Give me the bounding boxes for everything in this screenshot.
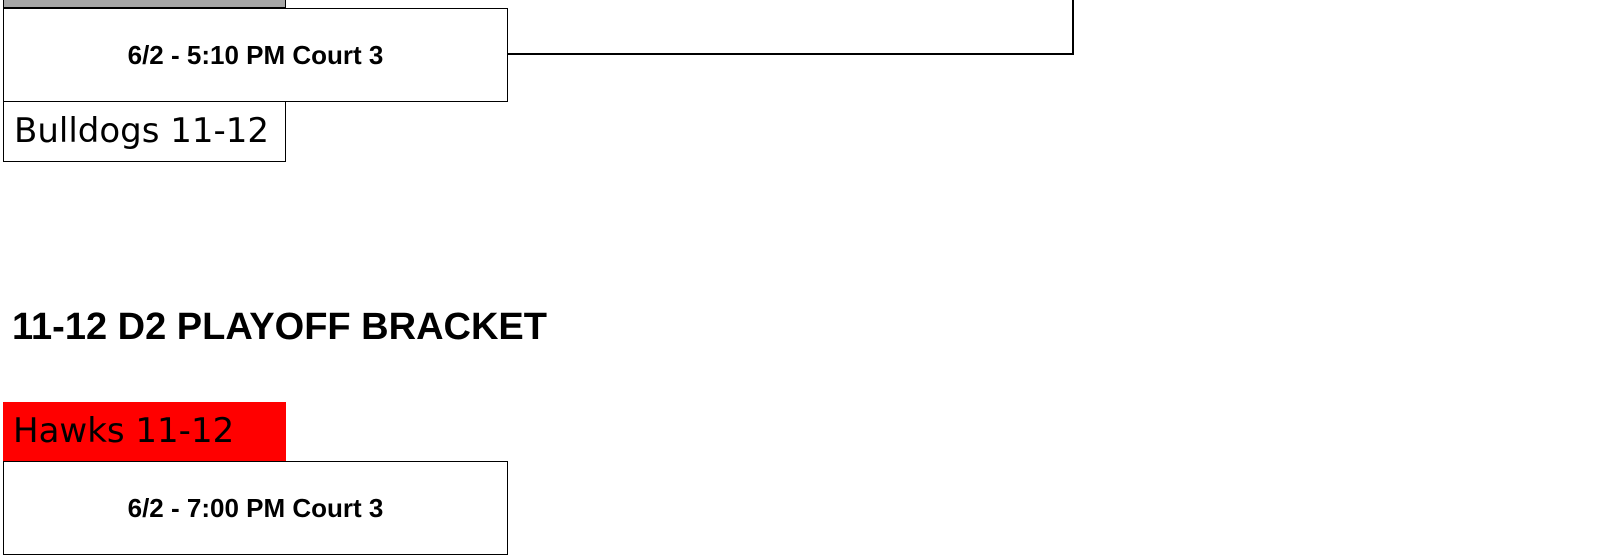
bracket-connector-vertical [1072, 0, 1074, 55]
team-name: Hawks 11-12 [13, 411, 235, 451]
match-box-top: 6/2 - 5:10 PM Court 3 [3, 8, 508, 102]
match-box-d2: 6/2 - 7:00 PM Court 3 [3, 461, 508, 555]
match-label: 6/2 - 5:10 PM Court 3 [127, 39, 384, 70]
team-name: Bulldogs 11-12 [14, 111, 270, 151]
team-cell-hawks: Hawks 11-12 [3, 402, 286, 462]
top-team-cell-partial [3, 0, 286, 8]
bracket-title: 11-12 D2 PLAYOFF BRACKET [12, 306, 547, 349]
bracket-title-text: 11-12 D2 PLAYOFF BRACKET [12, 306, 547, 348]
bracket-connector-horizontal [507, 53, 1074, 55]
match-label: 6/2 - 7:00 PM Court 3 [127, 492, 384, 523]
team-cell-bulldogs: Bulldogs 11-12 [3, 101, 286, 162]
